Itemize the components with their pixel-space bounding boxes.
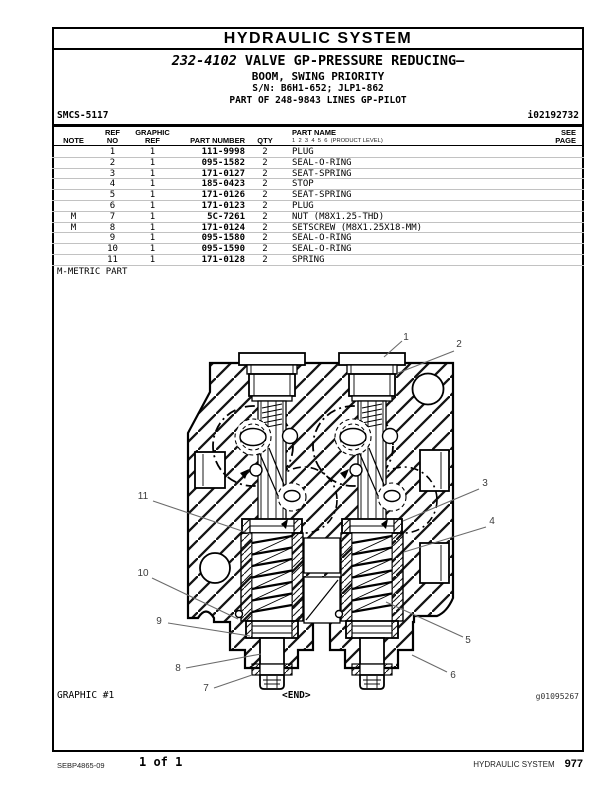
callout-4: 4 <box>489 516 495 527</box>
col-part-number: PART NUMBER <box>190 136 245 145</box>
callout-8: 8 <box>175 663 181 674</box>
document-heading: 232-4102 VALVE GP-PRESSURE REDUCING– <box>52 53 584 69</box>
flow-arrow <box>240 469 249 479</box>
end-marker: <END> <box>282 690 311 701</box>
product-level-subheader: 1 2 3 4 5 6 (PRODUCT LEVEL) <box>292 138 383 144</box>
footer-page-count: 1 of 1 <box>139 755 183 769</box>
footer-section: HYDRAULIC SYSTEM <box>473 760 555 769</box>
callout-10: 10 <box>137 568 149 579</box>
callout-9: 9 <box>156 616 162 627</box>
doc-subtitle: BOOM, SWING PRIORITY <box>251 70 385 83</box>
serial-range: S/N: B6H1-652; JLP1-862 <box>252 83 384 94</box>
footer-page-number: 977 <box>564 758 583 770</box>
info-id: i02192732 <box>527 110 579 121</box>
callout-1: 1 <box>403 332 409 343</box>
callout-7: 7 <box>203 683 209 694</box>
callout-5: 5 <box>465 635 471 646</box>
col-note: NOTE <box>63 136 84 145</box>
footer-doc-code: SEBP4865-09 <box>57 761 105 770</box>
body-bore-circle <box>199 552 231 584</box>
callout-6: 6 <box>450 670 456 681</box>
center-gallery <box>303 537 341 574</box>
callout-leaders <box>151 340 487 689</box>
valve-cross-section-diagram: 1 2 3 4 5 6 7 8 9 10 11 <box>137 332 495 694</box>
smcs-row: SMCS-5117 i02192732 <box>52 110 584 121</box>
smcs-code: SMCS-5117 <box>57 110 109 121</box>
callout-11: 11 <box>138 491 149 502</box>
page-title: HYDRAULIC SYSTEM <box>223 29 413 47</box>
right-port-boss <box>419 542 450 584</box>
flow-arrow <box>340 469 349 479</box>
flow-arrow <box>381 519 388 529</box>
part-group-number: 232-4102 <box>171 53 237 69</box>
graphic-label: GRAPHIC #1 <box>57 690 115 701</box>
callout-3: 3 <box>482 478 488 489</box>
callout-2: 2 <box>456 339 462 350</box>
part-group-title <box>237 53 245 69</box>
page-title-bar: HYDRAULIC SYSTEM <box>52 27 584 50</box>
footer-right: HYDRAULIC SYSTEM 977 <box>473 758 583 770</box>
flow-arrow <box>281 519 288 529</box>
body-bore-circle <box>411 372 445 406</box>
table-top-rule <box>52 124 584 127</box>
right-port-boss <box>419 449 450 492</box>
metric-part-note: M-METRIC PART <box>57 267 128 277</box>
part-of-note: PART OF 248-9843 LINES GP-PILOT <box>229 95 407 106</box>
col-qty: QTY <box>257 136 273 145</box>
graphic-id: g01095267 <box>535 692 579 701</box>
doc-title: VALVE GP-PRESSURE REDUCING– <box>244 53 465 69</box>
